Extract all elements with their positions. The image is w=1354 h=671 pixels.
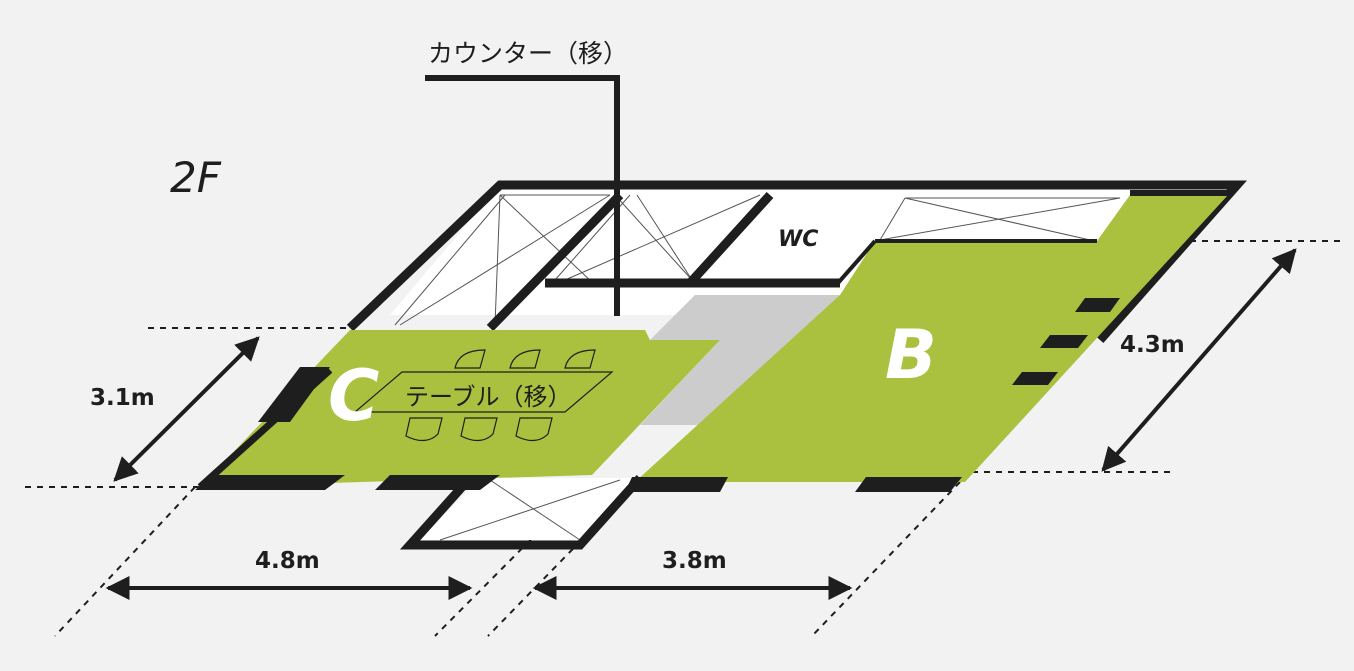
- table-label: テーブル（移）: [405, 383, 572, 411]
- c-depth-arrow: [113, 336, 260, 482]
- b-depth-arrow: [1101, 248, 1297, 472]
- chairs: [405, 349, 596, 442]
- b-width-label: 3.8m: [662, 548, 727, 574]
- counter-label: カウンター（移）: [428, 39, 628, 68]
- table: [353, 349, 614, 442]
- dimension-arrows: [105, 248, 1297, 600]
- c-depth-label: 3.1m: [90, 385, 155, 411]
- wc-label: WC: [778, 227, 818, 252]
- room-b-letter: B: [885, 316, 937, 395]
- floor-label: 2F: [170, 153, 222, 202]
- b-depth-label: 4.3m: [1120, 332, 1185, 358]
- hall-area: [640, 295, 840, 425]
- counter-leader-line: [425, 75, 620, 316]
- room-c-letter: C: [328, 355, 379, 437]
- entry-notch: [399, 474, 644, 550]
- c-width-label: 4.8m: [255, 548, 320, 574]
